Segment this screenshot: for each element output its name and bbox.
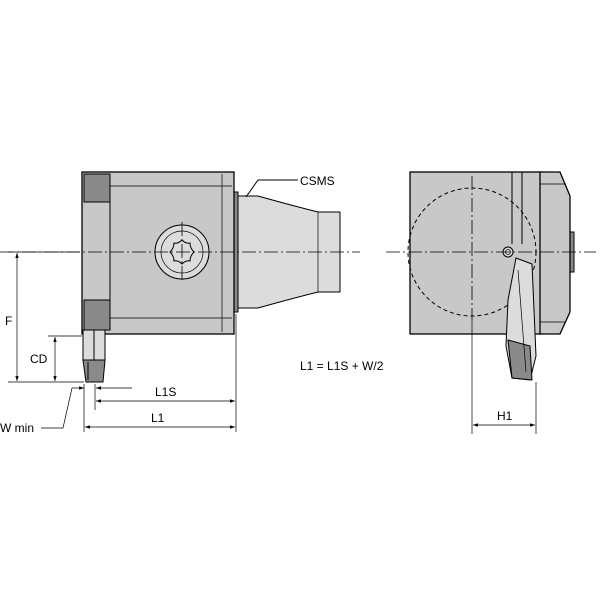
dimensions-front: F CD W min L1S L1 (0, 251, 237, 435)
f-label: F (5, 314, 12, 328)
h1-label: H1 (497, 409, 513, 423)
csms-label: CSMS (300, 174, 335, 188)
top-pocket (83, 173, 111, 203)
l1s-label: L1S (155, 385, 176, 399)
dimensions-side: H1 (471, 320, 537, 434)
formula-text: L1 = L1S + W/2 (300, 359, 384, 373)
csms-leader (245, 179, 298, 198)
side-view (386, 171, 596, 381)
bottom-pocket (83, 299, 111, 331)
front-view (0, 171, 360, 383)
w-min-leader (41, 387, 73, 429)
side-wedge (539, 171, 571, 335)
l1-label: L1 (151, 411, 165, 425)
cutting-blade (82, 329, 106, 383)
w-min-label: W min (0, 421, 34, 435)
cd-label: CD (30, 352, 48, 366)
